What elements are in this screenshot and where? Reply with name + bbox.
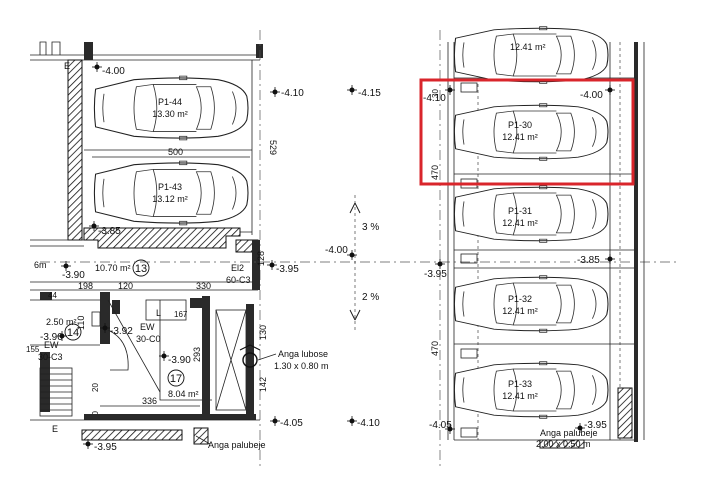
hatch3-title: Anga palubeje	[540, 428, 598, 438]
spot-area-p1-44: 13.30 m²	[152, 109, 188, 119]
dim-6m: 6m	[34, 260, 47, 270]
elev-bottom-center: -4.10	[357, 418, 380, 429]
column-top	[84, 42, 93, 60]
ramp-area: 3 % 2 %	[40, 195, 680, 330]
stairs	[40, 373, 72, 411]
car-p1-44	[93, 75, 249, 141]
e-letter-bottom: E	[52, 424, 58, 434]
room14-area: 2.50 m²	[46, 317, 77, 327]
elev-bottom-left: -4.05	[280, 418, 303, 429]
dim-44: 44	[48, 291, 57, 300]
elev-right-mid-right: -3.85	[577, 255, 600, 266]
hatch3-size: 2.00 x 0.50 m	[536, 439, 591, 449]
elev-room17: -3.90	[168, 355, 191, 366]
dim-470-upper: 470	[430, 165, 440, 180]
dim-293: 293	[192, 347, 202, 362]
spot-id-p1-44: P1-44	[158, 97, 182, 107]
spot-id-p1-30: P1-30	[508, 120, 532, 130]
hatch1-size: 1.30 x 0.80 m	[274, 361, 329, 371]
e-letter-top: E	[64, 61, 70, 71]
dim-336: 336	[142, 396, 157, 406]
dim-198: 198	[78, 281, 93, 291]
elev-right-bottom-right: -3.95	[584, 420, 607, 431]
dim-30: 30	[431, 89, 440, 98]
elevation-markers: -4.00 -4.10 -4.15 -4.10 -4.00 -3.85 -4.0…	[40, 61, 616, 453]
hatched-wall-mid	[83, 227, 241, 249]
spot-id-p1-32: P1-32	[508, 294, 532, 304]
elev-right-mid-left: -3.95	[424, 269, 447, 280]
room13-area: 10.70 m²	[95, 263, 131, 273]
elev-bottom-far-left: -3.95	[94, 442, 117, 453]
elev-right-top-right: -4.00	[580, 90, 603, 101]
spot-area-p1-43: 13.12 m²	[152, 194, 188, 204]
highlight-box	[419, 78, 635, 186]
ew-code: 30-C0	[136, 334, 161, 344]
hatch1-title: Anga lubose	[278, 349, 328, 359]
room17-number: 17	[170, 373, 182, 385]
dim-330: 330	[196, 281, 211, 291]
left-wing: 500 529 P1-44 13.30 m² P1-43 13.12 m² 6m…	[26, 30, 329, 470]
room14-label: EW	[44, 340, 59, 350]
spot-area-p1-33: 12.41 m²	[502, 391, 538, 401]
slope-down: 2 %	[362, 292, 379, 303]
elev-top-center: -4.15	[358, 88, 381, 99]
dim-529: 529	[268, 140, 278, 155]
room17-area: 8.04 m²	[168, 389, 199, 399]
spot-id-p1-33: P1-33	[508, 379, 532, 389]
spot-area-top: 12.41 m²	[510, 42, 546, 52]
hatch-opening-symbol	[242, 352, 258, 368]
room13-number: 13	[135, 263, 147, 275]
elev-left-ramp: -3.95	[276, 264, 299, 275]
el2-label: El2	[231, 263, 244, 273]
ew-label: EW	[140, 322, 155, 332]
spot-area-p1-31: 12.41 m²	[502, 218, 538, 228]
el2-code: 60-C3	[226, 275, 251, 285]
car-p1-32	[453, 275, 609, 333]
elev-top-mid: -4.10	[281, 88, 304, 99]
spot-id-p1-31: P1-31	[508, 206, 532, 216]
right-wing: 12.41 m² P1-30 12.41 m² P1-31 12.41 m² P…	[419, 26, 645, 470]
elev-right-top-left: -4.10	[423, 93, 446, 104]
spot-area-p1-32: 12.41 m²	[502, 306, 538, 316]
l-letter: L	[156, 308, 161, 318]
elev-room14: -3.90	[40, 332, 63, 343]
spot-area-p1-30: 12.41 m²	[502, 132, 538, 142]
dim-120: 120	[118, 281, 133, 291]
dim-130: 130	[258, 325, 268, 340]
elev-room-ew: -3.92	[110, 326, 133, 337]
dim-110: 110	[76, 316, 86, 330]
elev-right-bottom-left: -4.05	[429, 420, 452, 431]
slope-up: 3 %	[362, 222, 379, 233]
dim-500: 500	[168, 147, 183, 157]
elev-top-left: -4.00	[102, 66, 125, 77]
room14-code: 30-C3	[38, 352, 63, 362]
car-top-partial	[453, 26, 609, 84]
elev-ramp-mid: -4.00	[325, 245, 348, 256]
room14-number: 14	[67, 327, 79, 339]
dim-142: 142	[258, 377, 268, 392]
dim-20: 20	[91, 383, 100, 392]
elev-left-edge: -3.90	[62, 270, 85, 281]
spot-id-p1-43: P1-43	[158, 182, 182, 192]
dim-167: 167	[174, 310, 188, 319]
hatch2-title: Anga palubeje	[208, 440, 266, 450]
elev-left-mid: -3.85	[98, 226, 121, 237]
dim-470-lower: 470	[430, 341, 440, 356]
dim-155: 155	[26, 345, 40, 354]
hatched-wall-left	[67, 59, 83, 241]
car-p1-43	[93, 160, 249, 226]
car-p1-33	[453, 361, 609, 419]
dim-128: 128	[256, 251, 266, 266]
